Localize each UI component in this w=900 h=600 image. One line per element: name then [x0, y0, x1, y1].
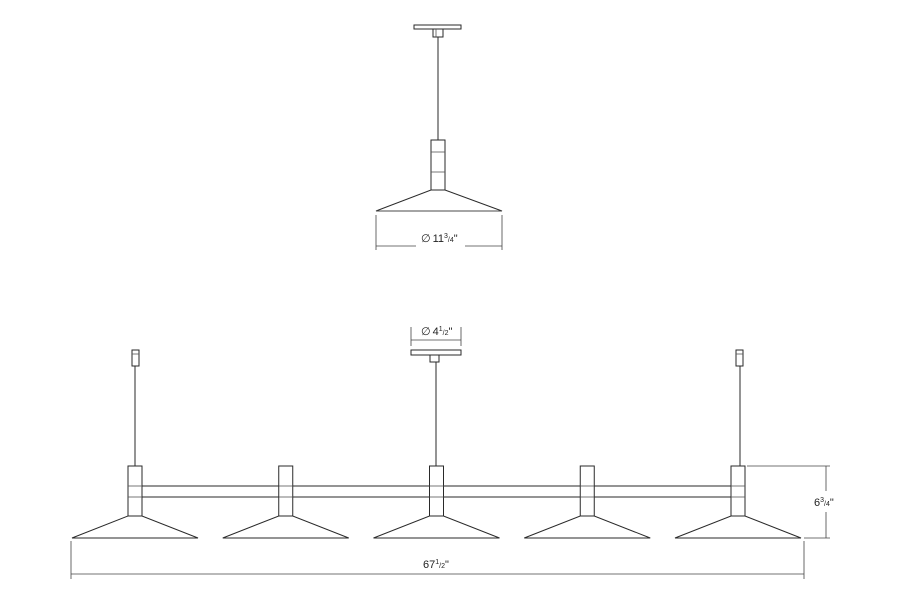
shade-stem	[730, 465, 746, 519]
conical-shade	[375, 189, 503, 212]
shade-module	[674, 465, 802, 539]
canopy-plate	[413, 24, 462, 30]
height-label: 63/4"	[814, 497, 834, 509]
single-pendant	[375, 24, 503, 212]
conical-shade	[524, 515, 651, 539]
height-dimension: 63/4"	[747, 465, 834, 539]
linear-pendant	[71, 349, 802, 539]
shade-module	[373, 465, 500, 539]
left-end-canopy	[131, 349, 140, 367]
canopy-adapter	[432, 28, 444, 38]
shade-module	[71, 465, 199, 539]
shade-stem	[579, 465, 595, 519]
shade-stem	[429, 465, 444, 519]
center-canopy-adapter	[429, 354, 440, 363]
shade-stem	[278, 465, 294, 519]
shade-stem	[127, 465, 143, 519]
conical-shade	[674, 515, 802, 539]
conical-shade	[373, 515, 500, 539]
length-dimension: 671/2"	[70, 541, 805, 579]
shade-group	[71, 465, 802, 539]
canopy-diameter-dimension: ∅41/2"	[410, 326, 462, 346]
canopy-diameter-label: ∅41/2"	[421, 326, 452, 338]
single-diameter-label: ∅113/4"	[421, 233, 458, 245]
shade-module	[222, 465, 349, 539]
stem-body	[430, 139, 446, 193]
conical-shade	[71, 515, 199, 539]
length-label: 671/2"	[423, 559, 449, 571]
right-end-canopy	[735, 349, 744, 367]
center-canopy-plate	[410, 349, 462, 356]
single-diameter-dimension: ∅113/4"	[375, 215, 503, 250]
conical-shade	[222, 515, 349, 539]
shade-module	[524, 465, 651, 539]
